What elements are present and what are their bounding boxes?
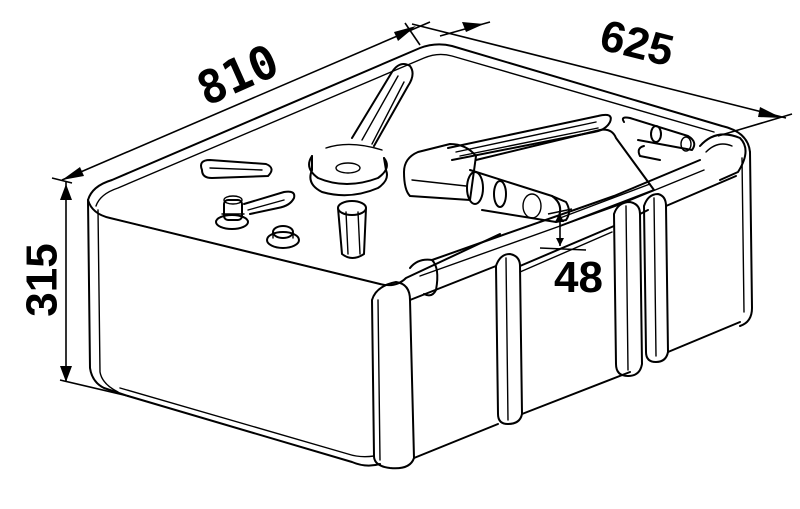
valve-fitting — [215, 195, 249, 230]
dimension-lines — [51, 21, 793, 397]
cylindrical-boss — [337, 200, 367, 259]
filler-block — [403, 143, 570, 223]
vent-fitting — [621, 116, 696, 161]
slot-lug-1 — [200, 159, 273, 179]
sender-ring — [308, 143, 388, 197]
top-fittings — [200, 63, 696, 259]
tank-body — [87, 43, 753, 470]
diagonal-lug — [351, 63, 414, 147]
dimension-height-label: 315 — [17, 243, 67, 317]
plug-fitting — [266, 225, 300, 249]
dimension-recess-label: 48 — [554, 253, 603, 302]
